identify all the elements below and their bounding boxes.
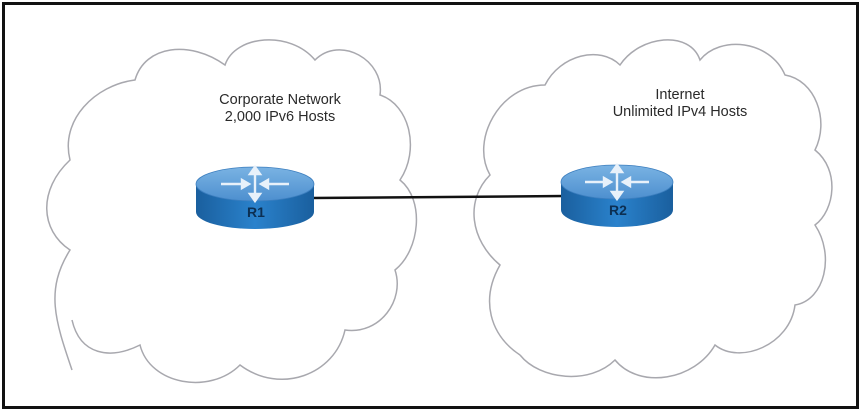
- link-r1-r2: [311, 194, 566, 200]
- router-r2-label: R2: [609, 202, 627, 218]
- router-r1-label: R1: [247, 204, 265, 220]
- cloud-corporate: [46, 39, 418, 384]
- cloud-internet-subtitle: Unlimited IPv4 Hosts: [612, 104, 748, 120]
- cloud-corporate-subtitle: 2,000 IPv6 Hosts: [224, 109, 336, 125]
- cloud-corporate-title: Corporate Network: [219, 92, 341, 108]
- router-arrows-icon: [585, 162, 649, 202]
- cloud-internet: [473, 39, 833, 379]
- router-r1[interactable]: [195, 164, 315, 229]
- router-arrows-icon: [221, 164, 289, 204]
- cloud-corporate-label: Corporate Network 2,000 IPv6 Hosts: [180, 92, 380, 126]
- cloud-internet-label: Internet Unlimited IPv4 Hosts: [570, 87, 790, 121]
- router-r2[interactable]: [560, 162, 674, 227]
- cloud-internet-title: Internet: [655, 87, 705, 103]
